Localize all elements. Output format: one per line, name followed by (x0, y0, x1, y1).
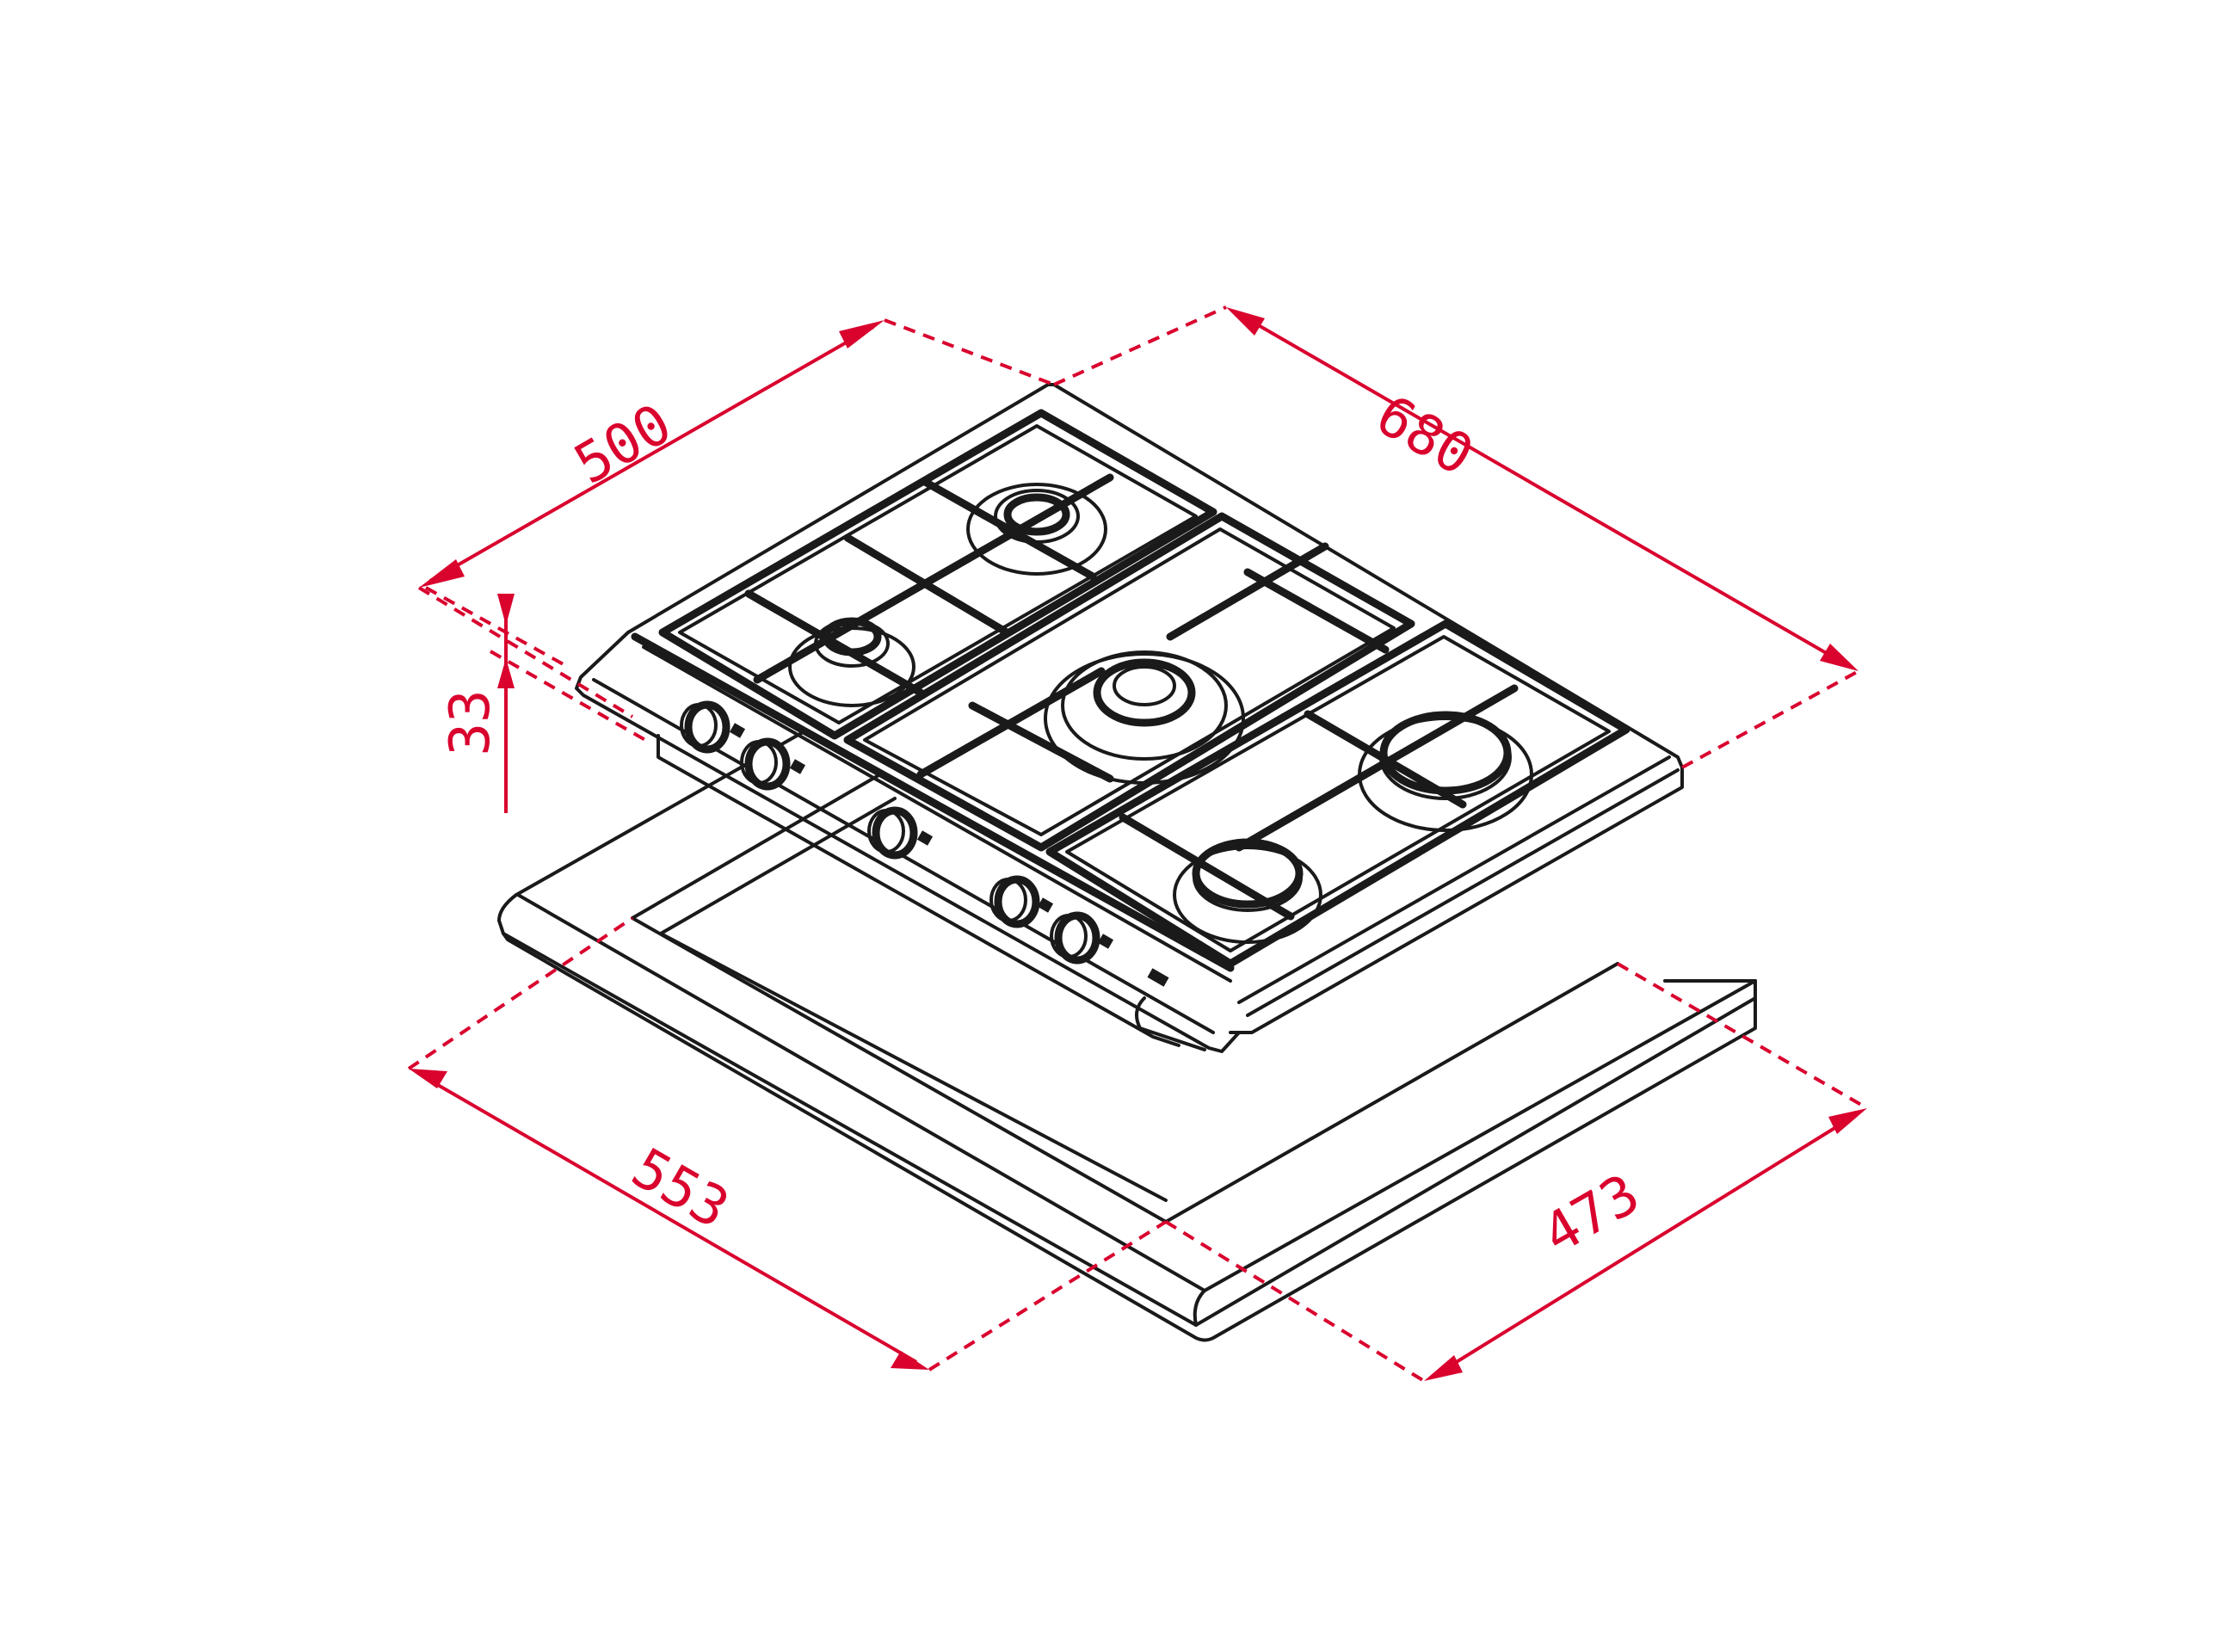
burner-rear-left (966, 483, 1107, 576)
dimension-depth-label: 500 (564, 392, 682, 497)
knob-2[interactable] (740, 737, 806, 791)
burner-rear-right (1358, 711, 1533, 832)
knob-5[interactable] (1050, 911, 1114, 965)
dimension-width-label: 680 (1365, 384, 1483, 489)
hob (575, 383, 1684, 1053)
pan-support-left (658, 409, 1217, 740)
burner-front-left (788, 617, 915, 707)
burner-front-right (1173, 838, 1322, 944)
dimension-cutout-width-label: 553 (621, 1137, 739, 1242)
pan-support-center (843, 512, 1415, 852)
control-knobs (680, 700, 1114, 965)
knob-4[interactable] (989, 875, 1054, 928)
dimension-cutout-depth: 473 (1164, 962, 1869, 1383)
dimension-cutout-width: 553 (407, 916, 1168, 1372)
knob-1[interactable] (680, 700, 746, 754)
dimension-depth: 500 (417, 318, 1055, 718)
dimension-height-label: 33 (439, 689, 502, 755)
dimension-height: 33 (425, 586, 646, 813)
knob-3[interactable] (867, 806, 934, 860)
burner-center-wok (1044, 650, 1245, 785)
brand-logo (1147, 968, 1169, 987)
